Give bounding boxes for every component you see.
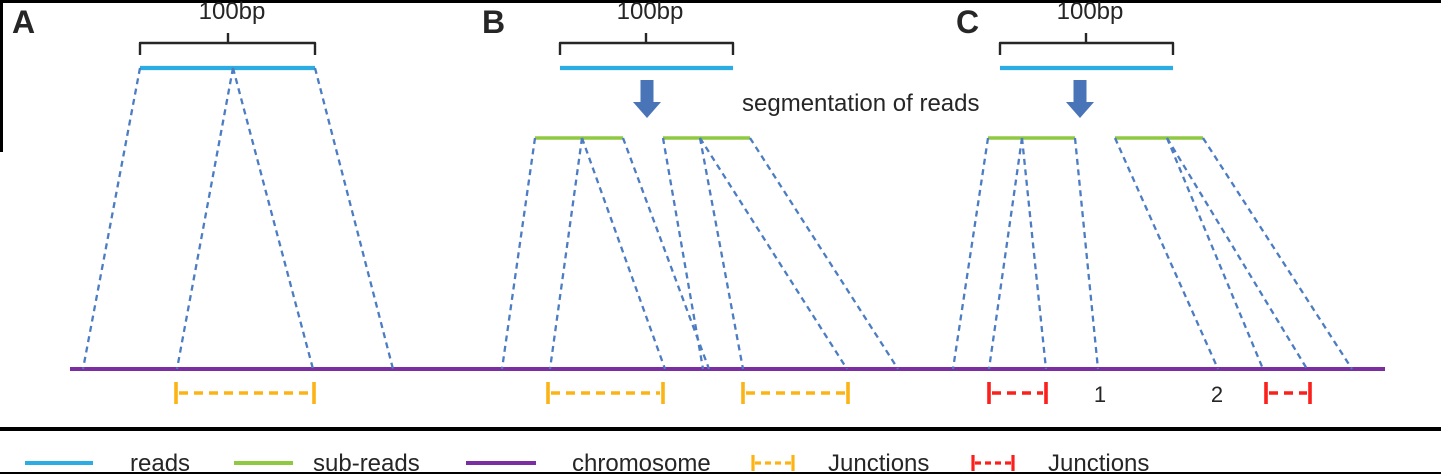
panel-b-junction-marker-1 [546, 382, 665, 404]
panel-a-scale-bracket [138, 33, 317, 55]
panel-b-arrow-down-icon [633, 80, 661, 118]
panel-a: A 100bp [12, 0, 395, 404]
legend-label-junctions-red: Junctions [1048, 450, 1149, 474]
panel-b-scale-label: 100bp [617, 0, 684, 25]
legend-label-junctions-orange: Junctions [828, 450, 929, 474]
panel-b-junction-marker-2 [741, 382, 850, 404]
panel-c-region-label-1: 1 [1094, 382, 1106, 407]
panel-a-scale-label: 100bp [199, 0, 266, 25]
panel-a-label: A [12, 4, 35, 40]
panel-a-mapping-line-2 [175, 67, 235, 370]
panel-b: B 100bp [482, 0, 899, 404]
panel-c-mapping-line-5 [1113, 137, 1220, 370]
top-border [0, 0, 1441, 3]
panel-b-mapping-line-1 [500, 137, 537, 370]
panel-c-mapping-line-1 [951, 137, 990, 370]
legend-separator-line [0, 427, 1441, 431]
panel-a-mapping-line-1 [81, 67, 142, 370]
panel-b-mapping-line-7 [699, 137, 848, 370]
panel-a-mapping-line-4 [313, 67, 395, 370]
panel-c-region-label-2: 2 [1211, 382, 1223, 407]
panel-c-mapping-line-6 [1165, 137, 1265, 370]
segmentation-caption: segmentation of reads [742, 90, 979, 117]
legend-label-chromosome: chromosome [572, 450, 711, 474]
panel-b-mapping-line-6 [698, 137, 745, 370]
panel-c-scale-label: 100bp [1057, 0, 1124, 25]
panel-b-label: B [482, 4, 505, 40]
panel-b-mapping-line-8 [749, 137, 899, 370]
panel-c-junction-marker-2 [1264, 382, 1312, 404]
legend-label-sub-reads: sub-reads [313, 450, 420, 474]
left-border [0, 0, 3, 152]
panel-b-mapping-line-3 [580, 137, 667, 370]
legend: reads sub-reads chromosome Junctions Junctio… [25, 450, 1149, 474]
panel-b-scale-bracket [558, 33, 735, 55]
panel-c-mapping-line-7 [1166, 137, 1308, 370]
panel-c: C 100bp 1 2 [951, 0, 1353, 407]
panel-b-mapping-line-2 [548, 137, 584, 370]
panel-b-mapping-line-4 [621, 137, 711, 370]
legend-label-reads: reads [130, 450, 190, 474]
panel-c-mapping-line-3 [1020, 137, 1048, 370]
panel-c-label: C [956, 4, 979, 40]
panel-c-mapping-line-8 [1202, 137, 1353, 370]
panel-c-arrow-down-icon [1066, 80, 1094, 118]
panel-c-mapping-line-4 [1073, 137, 1100, 370]
legend-swatch-junctions-red [971, 455, 1015, 471]
legend-swatch-junctions-orange [751, 455, 795, 471]
panel-a-mapping-line-3 [231, 67, 315, 370]
panel-a-junction-marker-1 [174, 382, 316, 404]
panel-c-mapping-line-2 [987, 137, 1024, 370]
panel-c-junction-marker-1 [987, 382, 1048, 404]
panel-c-scale-bracket [998, 33, 1175, 55]
panel-b-mapping-line-5 [661, 137, 705, 370]
bottom-border [0, 472, 1441, 474]
